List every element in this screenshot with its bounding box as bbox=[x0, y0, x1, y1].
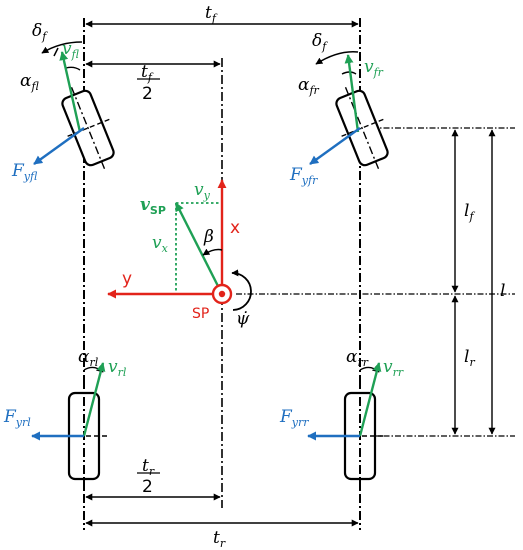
f-yfl-label: F bbox=[11, 161, 25, 181]
f-yfr-label-sub: yfr bbox=[301, 174, 318, 187]
v-sp-label-sub: SP bbox=[150, 204, 166, 217]
alpha-rr-label-sub: rr bbox=[357, 356, 368, 369]
tf-half-label-sub: f bbox=[147, 71, 154, 84]
svg-text:Fyfl: Fyfl bbox=[11, 161, 38, 183]
delta-fr-arc bbox=[315, 51, 359, 65]
f-yrr-label-sub: yrr bbox=[291, 416, 309, 429]
svg-text:δf: δf bbox=[312, 31, 328, 53]
front-right-wheel bbox=[335, 86, 389, 170]
alpha-fl-label-sub: fl bbox=[30, 80, 39, 93]
svg-text:lr: lr bbox=[464, 347, 475, 369]
delta-fr-label: δ bbox=[312, 31, 322, 51]
v-rl-vector bbox=[82, 362, 106, 437]
front-right-wheel-axis bbox=[344, 86, 380, 170]
svg-text:αfl: αfl bbox=[20, 71, 39, 93]
svg-text:αrl: αrl bbox=[78, 347, 99, 369]
svg-text:vx: vx bbox=[152, 233, 169, 255]
lr-label: l bbox=[464, 347, 469, 367]
f-yfl-vector bbox=[33, 127, 85, 165]
v-fl-label-sub: fl bbox=[71, 48, 80, 61]
v-rl-label: v bbox=[108, 357, 118, 377]
tf-label-sub: f bbox=[211, 12, 218, 25]
f-yfr-vector bbox=[309, 127, 361, 165]
svg-text:tr: tr bbox=[142, 456, 155, 478]
v-fl-label: v bbox=[62, 39, 72, 59]
delta-fl-arc bbox=[41, 41, 83, 54]
beta-label: β bbox=[203, 227, 214, 247]
svg-text:vrl: vrl bbox=[108, 357, 127, 379]
f-yfl-label-sub: yfl bbox=[23, 170, 38, 183]
tf-half-denominator: 2 bbox=[142, 84, 153, 104]
delta-fl-tick bbox=[53, 47, 59, 57]
v-fl-vector bbox=[59, 51, 82, 133]
front-left-wheel bbox=[61, 86, 115, 170]
svg-text:αrr: αrr bbox=[346, 347, 369, 369]
v-y-label: v bbox=[194, 180, 204, 200]
svg-text:tf: tf bbox=[205, 3, 218, 25]
svg-text:tf: tf bbox=[141, 62, 154, 84]
svg-text:αfr: αfr bbox=[298, 75, 320, 97]
alpha-fl-arc bbox=[65, 66, 81, 71]
v-x-label-sub: x bbox=[162, 242, 169, 255]
v-fr-vector bbox=[344, 54, 360, 133]
v-rr-vector bbox=[358, 362, 382, 437]
sp-label: SP bbox=[192, 306, 209, 322]
svg-text:tr: tr bbox=[213, 528, 226, 550]
v-rr-label: v bbox=[383, 357, 393, 377]
f-yfr-label: F bbox=[289, 165, 303, 185]
svg-text:δf: δf bbox=[32, 21, 48, 43]
alpha-rl-label: α bbox=[78, 347, 90, 367]
alpha-fr-label: α bbox=[298, 75, 310, 95]
v-sp-vector bbox=[174, 202, 224, 295]
alpha-fr-arc bbox=[341, 71, 357, 75]
lf-label-sub: f bbox=[468, 210, 475, 223]
svg-text:Fyrl: Fyrl bbox=[3, 407, 31, 429]
v-fr-label: v bbox=[364, 57, 374, 77]
alpha-fl-label: α bbox=[20, 71, 32, 91]
svg-text:lf: lf bbox=[464, 201, 475, 223]
v-y-label-sub: y bbox=[203, 189, 211, 202]
svg-text:vfr: vfr bbox=[364, 57, 384, 79]
delta-fr-label-sub: f bbox=[321, 40, 328, 53]
alpha-fr-label-sub: fr bbox=[308, 84, 319, 97]
front-left-wheel-axis bbox=[70, 86, 106, 170]
svg-text:Fyfr: Fyfr bbox=[289, 165, 318, 187]
tf-half-label: t bbox=[141, 62, 148, 82]
psi-dot-label: ψ̇ bbox=[236, 309, 250, 329]
v-rl-label-sub: rl bbox=[118, 366, 127, 379]
y-axis-label: y bbox=[122, 269, 132, 289]
svg-text:vfl: vfl bbox=[62, 39, 80, 61]
tr-half-label-sub: r bbox=[149, 465, 155, 478]
f-yrl-label: F bbox=[3, 407, 17, 427]
l-label: l bbox=[500, 281, 505, 301]
f-yrr-label: F bbox=[279, 407, 293, 427]
v-sp-label: v bbox=[140, 195, 151, 215]
svg-text:Fyrr: Fyrr bbox=[279, 407, 309, 429]
lr-label-sub: r bbox=[469, 356, 475, 369]
svg-text:vSP: vSP bbox=[140, 195, 166, 217]
f-yrl-label-sub: yrl bbox=[15, 416, 31, 429]
tr-label: t bbox=[213, 528, 220, 548]
beta-arc bbox=[202, 248, 223, 256]
alpha-rl-label-sub: rl bbox=[89, 356, 98, 369]
svg-text:vy: vy bbox=[194, 180, 211, 202]
yaw-rate-arc bbox=[231, 269, 252, 311]
v-x-label: v bbox=[152, 233, 162, 253]
tf-label: t bbox=[205, 3, 212, 23]
x-axis-label: x bbox=[230, 218, 240, 238]
tr-half-label: t bbox=[142, 456, 149, 476]
tr-half-denominator: 2 bbox=[142, 477, 153, 497]
delta-fl-label-sub: f bbox=[41, 30, 48, 43]
v-fr-label-sub: fr bbox=[373, 66, 384, 79]
lf-label: l bbox=[464, 201, 469, 221]
delta-fl-label: δ bbox=[32, 21, 42, 41]
alpha-rr-label: α bbox=[346, 347, 358, 367]
sp-inner-dot bbox=[218, 290, 226, 298]
svg-text:vrr: vrr bbox=[383, 357, 404, 379]
v-rr-label-sub: rr bbox=[393, 366, 404, 379]
tr-label-sub: r bbox=[220, 537, 226, 550]
